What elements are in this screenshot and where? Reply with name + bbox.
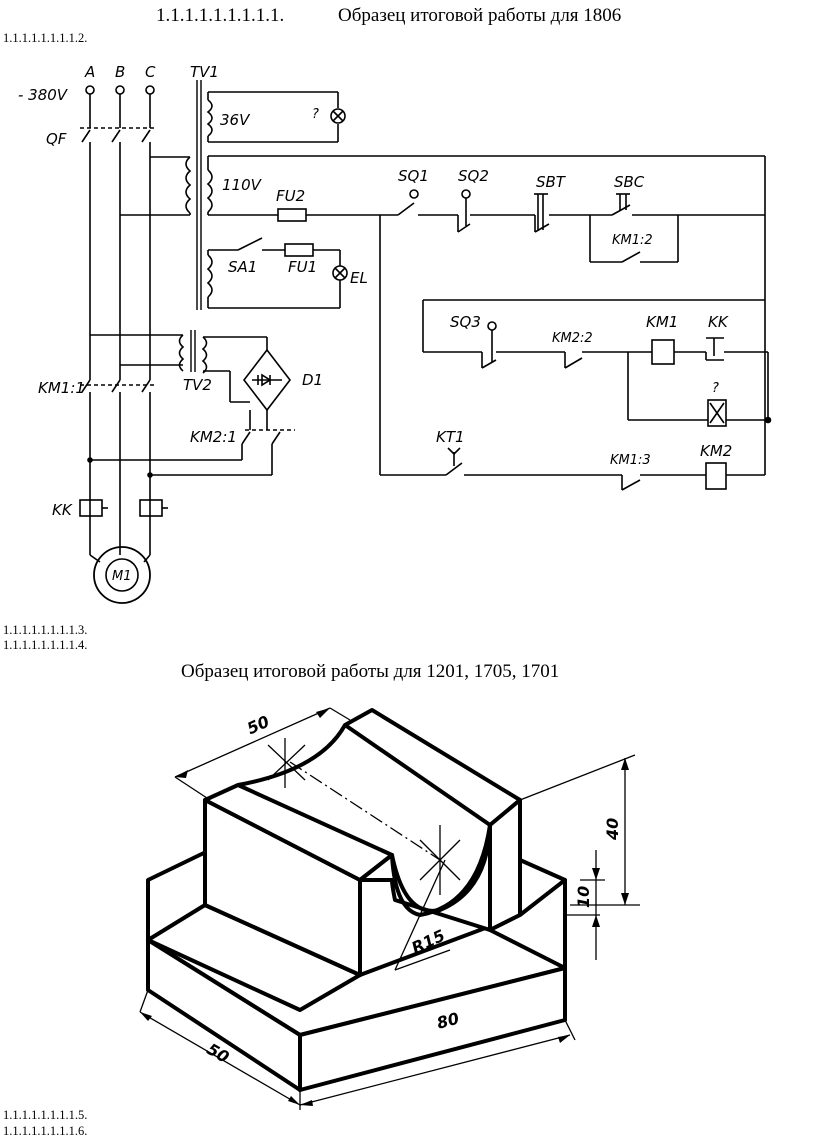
label-phase-a: A: [84, 63, 95, 81]
label-voltage: - 380V: [18, 86, 69, 104]
label-sq1: SQ1: [398, 167, 429, 185]
label-km1: KM1: [646, 313, 678, 331]
label-phase-c: C: [145, 63, 156, 81]
label-110v: 110V: [222, 176, 263, 194]
label-sbc: SBC: [614, 173, 645, 191]
label-36v: 36V: [220, 111, 251, 129]
label-km2-2: KM2:2: [552, 331, 593, 346]
item-number-4: 1.1.1.1.1.1.1.1.4.: [3, 638, 88, 652]
label-km2-1: KM2:1: [190, 428, 237, 446]
header-number: 1.1.1.1.1.1.1.1.1.: [156, 5, 285, 26]
label-d1: D1: [302, 371, 323, 389]
label-m1: M1: [112, 569, 132, 584]
label-km1-1: KM1:1: [38, 379, 85, 397]
label-kk-left: KK: [52, 501, 73, 519]
section2-title: Образец итоговой работы для 1201, 1705, …: [181, 661, 560, 682]
label-fu1: FU1: [288, 258, 317, 276]
item-number-5: 1.1.1.1.1.1.1.1.5.: [3, 1108, 88, 1122]
label-el: EL: [350, 269, 368, 287]
header-title: Образец итоговой работы для 1806: [338, 5, 622, 26]
label-phase-b: B: [115, 63, 125, 81]
label-sq2: SQ2: [458, 167, 489, 185]
label-km1-3: KM1:3: [610, 453, 651, 468]
item-number-2: 1.1.1.1.1.1.1.1.2.: [3, 31, 88, 45]
label-sbt: SBT: [536, 173, 567, 191]
circuit-diagram: - 380V A B C TV1 36V ? QF 110V FU2 SQ1 S…: [18, 63, 772, 604]
label-tv1: TV1: [190, 63, 219, 81]
label-fu2: FU2: [276, 187, 305, 205]
item-number-6: 1.1.1.1.1.1.1.1.6.: [3, 1124, 88, 1138]
item-number-3: 1.1.1.1.1.1.1.1.3.: [3, 623, 88, 637]
label-sq3: SQ3: [450, 313, 481, 331]
dim-50-top: 50: [244, 712, 272, 738]
dim-40: 40: [603, 818, 622, 841]
label-km1-2: KM1:2: [612, 233, 653, 248]
label-sa1: SA1: [228, 258, 257, 276]
label-question: ?: [312, 107, 319, 122]
label-kk-top: KK: [708, 313, 729, 331]
label-qf: QF: [46, 130, 67, 148]
label-tv2: TV2: [183, 376, 212, 394]
label-kt1: KT1: [436, 428, 465, 446]
label-km2: KM2: [700, 442, 732, 460]
label-mark: ?: [712, 381, 719, 396]
dim-10: 10: [574, 886, 593, 908]
